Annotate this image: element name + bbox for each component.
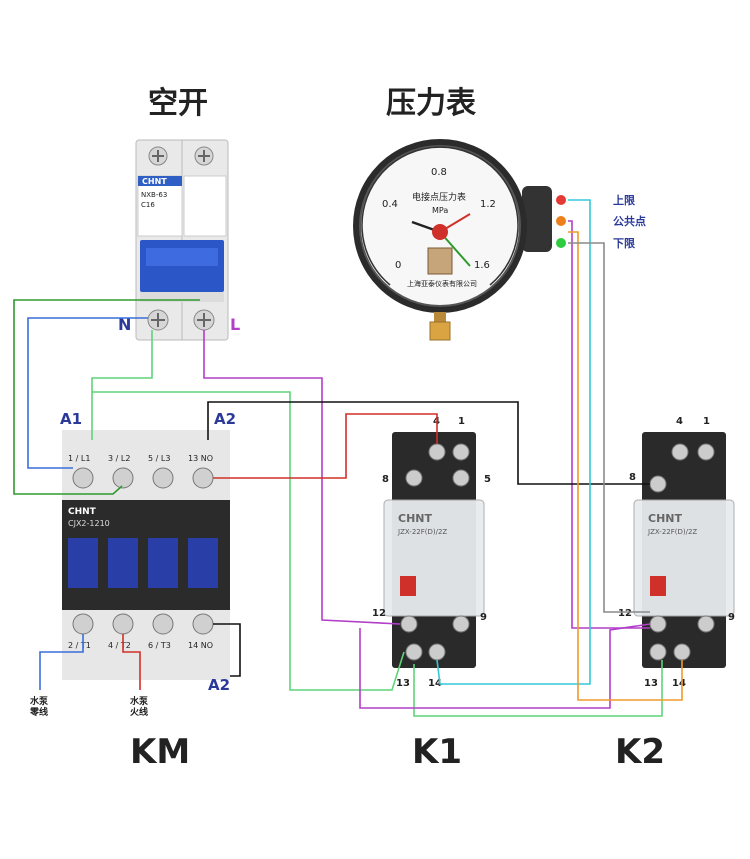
km-top-terminal-4: 13 NO bbox=[188, 454, 213, 463]
gauge-scale-12: 1.2 bbox=[480, 199, 496, 210]
contactor: CHNT CJX2-1210 bbox=[62, 430, 230, 680]
k1-terminal-14: 14 bbox=[428, 678, 442, 689]
k2-terminal-14: 14 bbox=[672, 678, 686, 689]
wire-purple-gauge bbox=[568, 220, 650, 629]
gauge-face-title: 电接点压力表 bbox=[412, 191, 466, 203]
wire-red-km-14no bbox=[122, 634, 141, 690]
wire-cyan-upper-k1-14 bbox=[436, 199, 591, 685]
k2-terminal-9: 9 bbox=[728, 612, 735, 623]
gauge-maker: 上海亚泰仪表有限公司 bbox=[407, 279, 477, 288]
wire-blue-pump-neutral bbox=[39, 634, 84, 690]
pump-live-label-line1: 水泵 bbox=[130, 695, 149, 707]
km-terminal-l1 bbox=[72, 467, 94, 489]
gauge-lower-label: 下限 bbox=[613, 236, 635, 250]
pump-neutral-label-line1: 水泵 bbox=[30, 695, 49, 707]
breaker-brand: CHNT bbox=[142, 177, 167, 186]
wire-lightgreen-k2-13 bbox=[413, 660, 663, 717]
km-a2-top-label: A2 bbox=[214, 410, 236, 428]
wire-green-to-l2 bbox=[13, 299, 200, 495]
k2-terminal-13: 13 bbox=[644, 678, 658, 689]
km-bottom-terminal-4: 14 NO bbox=[188, 641, 213, 650]
gauge-scale-04: 0.4 bbox=[382, 199, 398, 210]
k1-terminal-13: 13 bbox=[396, 678, 410, 689]
k1-brand: CHNT bbox=[398, 512, 432, 525]
km-bottom-terminal-1: 2 / T1 bbox=[68, 641, 91, 650]
pressure-gauge: 0 0.4 0.8 1.2 1.6 电接点压力表 MPa 上海亚泰仪表有限公司 bbox=[353, 139, 566, 341]
km-terminal-l2 bbox=[112, 467, 134, 489]
contactor-title: KM bbox=[130, 732, 191, 772]
km-top-terminal-1: 1 / L1 bbox=[68, 454, 90, 463]
k1-model: JZX-22F(D)/2Z bbox=[397, 528, 447, 536]
km-terminal-t2 bbox=[112, 613, 134, 635]
relay1-title: K1 bbox=[412, 732, 463, 772]
k1-terminal-8: 8 bbox=[382, 474, 389, 485]
k2-model: JZX-22F(D)/2Z bbox=[647, 528, 697, 536]
gauge-upper-contact bbox=[556, 195, 566, 205]
wire-orange-common-k2-14 bbox=[568, 231, 683, 701]
pump-live-label-line2: 火线 bbox=[130, 706, 148, 718]
km-a1-label: A1 bbox=[60, 410, 82, 428]
km-terminal-t3 bbox=[152, 613, 174, 635]
wire-lightgreen-k1-13 bbox=[92, 391, 405, 691]
k2-brand: CHNT bbox=[648, 512, 682, 525]
gauge-scale-16: 1.6 bbox=[474, 260, 490, 271]
gauge-title: 压力表 bbox=[386, 86, 476, 121]
k2-terminal-1: 1 bbox=[703, 416, 710, 427]
km-a2-bottom-label: A2 bbox=[208, 676, 230, 694]
wire-lightgreen-a1 bbox=[91, 330, 153, 440]
gauge-scale-0: 0 bbox=[395, 260, 401, 271]
km-terminal-13no bbox=[192, 467, 214, 489]
k1-terminal-9: 9 bbox=[480, 612, 487, 623]
km-terminal-l3 bbox=[152, 467, 174, 489]
k1-terminal-12: 12 bbox=[372, 608, 386, 619]
wire-black-14no-a2 bbox=[213, 623, 241, 677]
k2-terminal-4: 4 bbox=[676, 416, 683, 427]
k1-terminal-5: 5 bbox=[484, 474, 491, 485]
k2-terminal-12: 12 bbox=[618, 608, 632, 619]
km-bottom-terminal-3: 6 / T3 bbox=[148, 641, 171, 650]
k2-terminal-8: 8 bbox=[629, 472, 636, 483]
relay-k2: CHNT JZX-22F(D)/2Z bbox=[633, 432, 735, 668]
gauge-upper-label: 上限 bbox=[613, 193, 635, 207]
circuit-breaker: CHNT NXB-63 C16 bbox=[135, 139, 229, 341]
breaker-model: NXB-63 bbox=[141, 191, 167, 199]
gauge-scale-08: 0.8 bbox=[431, 167, 447, 178]
gauge-common-contact bbox=[556, 216, 566, 226]
km-brand: CHNT bbox=[68, 507, 97, 517]
wire-n-to-l1 bbox=[27, 317, 148, 469]
km-top-terminal-3: 5 / L3 bbox=[148, 454, 170, 463]
wire-gray-lower bbox=[568, 242, 650, 613]
km-model: CJX2-1210 bbox=[68, 519, 110, 528]
wires bbox=[13, 199, 683, 717]
km-bottom-terminal-2: 4 / T2 bbox=[108, 641, 131, 650]
km-terminal-t1 bbox=[72, 613, 94, 635]
gauge-knob bbox=[432, 224, 448, 240]
relay-k1: CHNT JZX-22F(D)/2Z bbox=[383, 432, 485, 668]
breaker-l-label: L bbox=[230, 315, 240, 334]
pump-neutral-label-line2: 零线 bbox=[29, 706, 48, 718]
gauge-lower-contact bbox=[556, 238, 566, 248]
k1-terminal-1: 1 bbox=[458, 416, 465, 427]
wire-red-13no-k1-4 bbox=[213, 413, 438, 479]
km-top-terminal-2: 3 / L2 bbox=[108, 454, 130, 463]
wire-black-a2-k2-8 bbox=[207, 401, 650, 485]
gauge-common-label: 公共点 bbox=[613, 214, 646, 228]
breaker-title: 空开 bbox=[148, 86, 208, 121]
wire-purple-l bbox=[203, 330, 401, 625]
relay2-title: K2 bbox=[615, 732, 666, 772]
breaker-n-label: N bbox=[118, 315, 131, 334]
gauge-unit: MPa bbox=[432, 206, 448, 215]
km-terminal-14no bbox=[192, 613, 214, 635]
breaker-rating: C16 bbox=[141, 201, 155, 209]
